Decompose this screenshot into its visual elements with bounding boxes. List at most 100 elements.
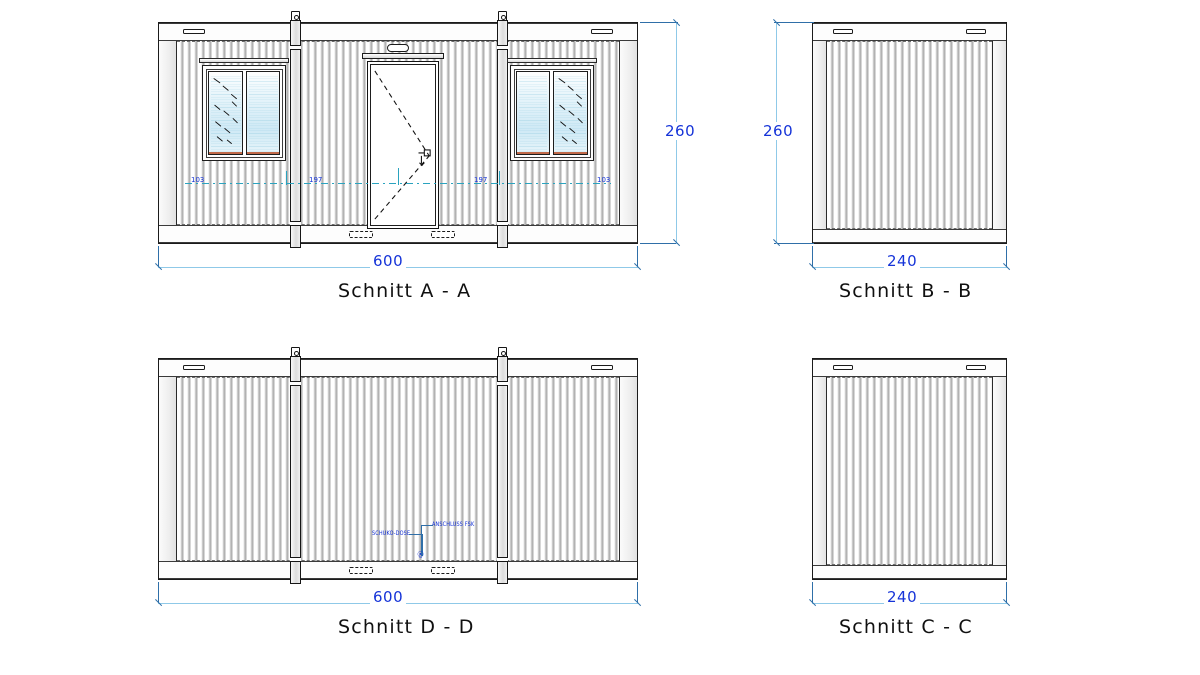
post-band-upper-right-a [497,45,508,50]
window-fixed-pane-right-a [516,71,550,155]
corrugated-wall-d [177,377,619,561]
view-schnitt-b-b: 260 240 Schnitt B - B [760,18,1011,302]
annotation-leader-connection-h-d [421,525,433,526]
intermediate-post-left-a [290,20,301,248]
forklift-pocket-right-a [431,231,455,238]
axis-tick-2-a [398,168,399,185]
window-sill-sash-left-a [209,152,243,154]
dim-ext-top-a [640,22,678,23]
dim-width-a: 600 [370,252,407,270]
post-band-lower-left-a [290,221,301,226]
dim-ext-right-b [1006,246,1007,268]
dim-width-c: 240 [884,588,921,606]
window-right-a [507,58,597,161]
corner-column-right-b [992,23,1006,243]
intermediate-post-left-d [290,356,301,584]
corner-column-left-d [159,359,177,579]
axis-tick-3-a [499,171,500,185]
caption-schnitt-d-d: Schnitt D - D [338,616,475,638]
view-schnitt-a-a: 103 197 197 103 600 260 Schnitt A - A [154,11,699,302]
lifting-lug-left-c [833,365,853,370]
annotation-connection-label-d: ANSCHLUSS FSK [432,521,475,529]
view-schnitt-c-c: 240 Schnitt C - C [808,358,1011,638]
post-band-lower-right-d [497,557,508,562]
bottom-rail-c [813,565,1006,579]
sub-dimension-1-a: 103 [191,176,205,184]
corner-column-right-d [619,359,637,579]
sub-dimension-4-a: 103 [597,176,611,184]
post-cap-left-d [291,347,300,357]
window-sill-sash-right-a [553,152,587,154]
window-sill-fixed-left-a [247,152,279,154]
corner-column-right-c [992,359,1006,579]
post-band-upper-right-d [497,381,508,386]
annotation-leader-socket-h-d [409,534,423,535]
container-body-c [812,358,1007,580]
dim-ext-left-b [812,246,813,268]
lifting-lug-right-c [966,365,986,370]
top-rail-a [159,23,637,41]
container-body-d: SCHUKO-DOSE ▯ ANSCHLUSS FSK ☉ [158,347,638,584]
window-sash-left-a [208,71,244,155]
entrance-door-a [362,53,444,229]
caption-schnitt-c-c: Schnitt C - C [839,616,973,638]
dim-height-b: 260 [760,122,797,140]
annotation-leader-socket-v-d [422,534,423,556]
window-glass-hatch-fixed-left-a [248,73,278,153]
dim-ext-right-d [637,582,638,604]
axis-tick-1-a [286,171,287,185]
top-rail-c [813,359,1006,377]
dim-ext-right-c [1006,582,1007,604]
door-vent-a [387,44,409,52]
container-body-a: 103 197 197 103 [158,11,638,248]
socket-outlet-symbol-d: ▯ [419,553,422,559]
door-leaf-a [370,64,436,226]
lifting-lug-right-d [591,365,613,370]
lifting-lug-right-a [591,29,613,34]
dim-ext-bottom-a [640,243,678,244]
post-band-upper-left-d [290,381,301,386]
forklift-pocket-right-d [431,567,455,574]
dim-height-a: 260 [662,122,699,140]
sash-opening-marks-right-a [558,78,583,144]
bottom-rail-d [159,561,637,579]
lifting-lug-left-a [183,29,205,34]
bottom-rail-b [813,229,1006,243]
view-schnitt-d-d: SCHUKO-DOSE ▯ ANSCHLUSS FSK ☉ 600 Schnit… [154,347,642,638]
dim-ext-left-d [158,582,159,604]
sash-opening-marks-left-a [213,78,238,144]
dim-ext-right-a [637,246,638,268]
window-sill-fixed-right-a [517,152,549,154]
post-cap-right-a [498,11,507,21]
window-inner-frame-left-a [205,68,283,158]
corner-column-left-a [159,23,177,243]
corner-column-left-b [813,23,827,243]
dim-width-b: 240 [884,252,921,270]
sub-dimension-3-a: 197 [474,176,488,184]
intermediate-post-right-a [497,20,508,248]
caption-schnitt-a-a: Schnitt A - A [338,280,472,302]
dim-ext-top-b [774,22,814,23]
post-band-lower-left-d [290,557,301,562]
window-inner-frame-right-a [513,68,591,158]
window-left-a [199,58,289,161]
lifting-lug-left-b [833,29,853,34]
container-body-b [812,22,1007,244]
post-band-upper-left-a [290,45,301,50]
corner-column-left-c [813,359,827,579]
dim-width-d: 600 [370,588,407,606]
window-glass-hatch-fixed-right-a [518,73,548,153]
dim-ext-left-c [812,582,813,604]
door-lintel-a [362,53,444,59]
top-rail-d [159,359,637,377]
annotation-leader-connection-v-d [421,525,422,556]
caption-schnitt-b-b: Schnitt B - B [839,280,973,302]
post-cap-left-a [291,11,300,21]
forklift-pocket-left-a [349,231,373,238]
dim-ext-left-a [158,246,159,268]
intermediate-post-right-d [497,356,508,584]
window-lintel-left-a [199,58,289,63]
connection-point-symbol-d: ☉ [417,550,425,559]
corner-column-right-a [619,23,637,243]
